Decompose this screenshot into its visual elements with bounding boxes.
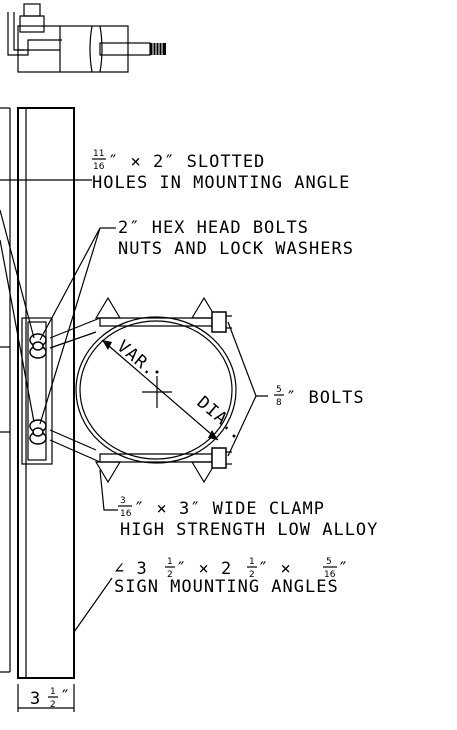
pole-clamp: [75, 296, 237, 484]
bolts-label: 5 8 ″ BOLTS: [274, 385, 365, 408]
svg-text:2: 2: [249, 570, 255, 580]
svg-text:″ ×: ″ ×: [258, 559, 292, 579]
hex-bolt-lower-icon: [29, 419, 47, 445]
svg-text:3: 3: [120, 496, 126, 506]
svg-text:″ BOLTS: ″ BOLTS: [286, 388, 365, 408]
left-edge-marks: [0, 107, 11, 673]
dimension-dia-label: DIA.: [193, 393, 240, 437]
top-bracket-detail: [7, 3, 166, 73]
svg-text:5: 5: [276, 385, 282, 395]
svg-text:5: 5: [326, 557, 332, 567]
svg-text:8: 8: [276, 398, 282, 408]
dimension-var-label: VAR.: [113, 337, 160, 381]
hex-bolts-label: 2″ HEX HEAD BOLTS NUTS AND LOCK WASHERS: [118, 218, 354, 259]
svg-text:2: 2: [167, 570, 173, 580]
svg-text:1: 1: [167, 557, 173, 567]
svg-text:16: 16: [324, 570, 336, 580]
svg-text:16: 16: [93, 162, 105, 172]
svg-text:2″ HEX HEAD BOLTS: 2″ HEX HEAD BOLTS: [118, 218, 309, 238]
svg-text:″ × 2: ″ × 2: [176, 559, 232, 579]
diameter-dimension: [101, 339, 236, 441]
slotted-holes-label: 11 16 ″ × 2″ SLOTTED HOLES IN MOUNTING A…: [92, 149, 350, 193]
clamp-bolt-top-icon: [211, 311, 232, 333]
svg-text:3: 3: [30, 689, 41, 709]
svg-text:NUTS AND LOCK WASHERS: NUTS AND LOCK WASHERS: [118, 239, 354, 259]
hex-bolt-upper-icon: [29, 333, 47, 359]
angles-label: ∠ 3 1 2 ″ × 2 1 2 ″ × 5 16 ″ SIGN MOUNTI…: [114, 557, 349, 597]
svg-text:11: 11: [93, 149, 104, 159]
bolt-thread-icon: [150, 43, 166, 55]
bracket-struts: [49, 317, 101, 463]
svg-text:1: 1: [249, 557, 255, 567]
svg-text:16: 16: [120, 509, 132, 519]
svg-text:HIGH STRENGTH LOW ALLOY: HIGH STRENGTH LOW ALLOY: [120, 520, 378, 540]
clamp-label: 3 16 ″ × 3″ WIDE CLAMP HIGH STRENGTH LOW…: [118, 496, 378, 540]
width-dimension-label: 3 1 2 ″: [30, 687, 71, 710]
svg-text:″: ″: [338, 559, 349, 579]
svg-text:SIGN MOUNTING ANGLES: SIGN MOUNTING ANGLES: [114, 577, 339, 597]
svg-text:2: 2: [50, 700, 56, 710]
svg-text:HOLES IN MOUNTING ANGLE: HOLES IN MOUNTING ANGLE: [92, 173, 350, 193]
svg-text:″: ″: [60, 687, 71, 707]
svg-text:∠ 3: ∠ 3: [114, 559, 148, 579]
clamp-bolt-bottom-icon: [211, 447, 232, 469]
svg-text:1: 1: [50, 687, 56, 697]
svg-text:″ × 2″ SLOTTED: ″ × 2″ SLOTTED: [108, 152, 265, 172]
leader-lines: [0, 179, 268, 712]
svg-text:″ × 3″ WIDE CLAMP: ″ × 3″ WIDE CLAMP: [134, 499, 325, 519]
mounting-angle: [17, 107, 75, 679]
